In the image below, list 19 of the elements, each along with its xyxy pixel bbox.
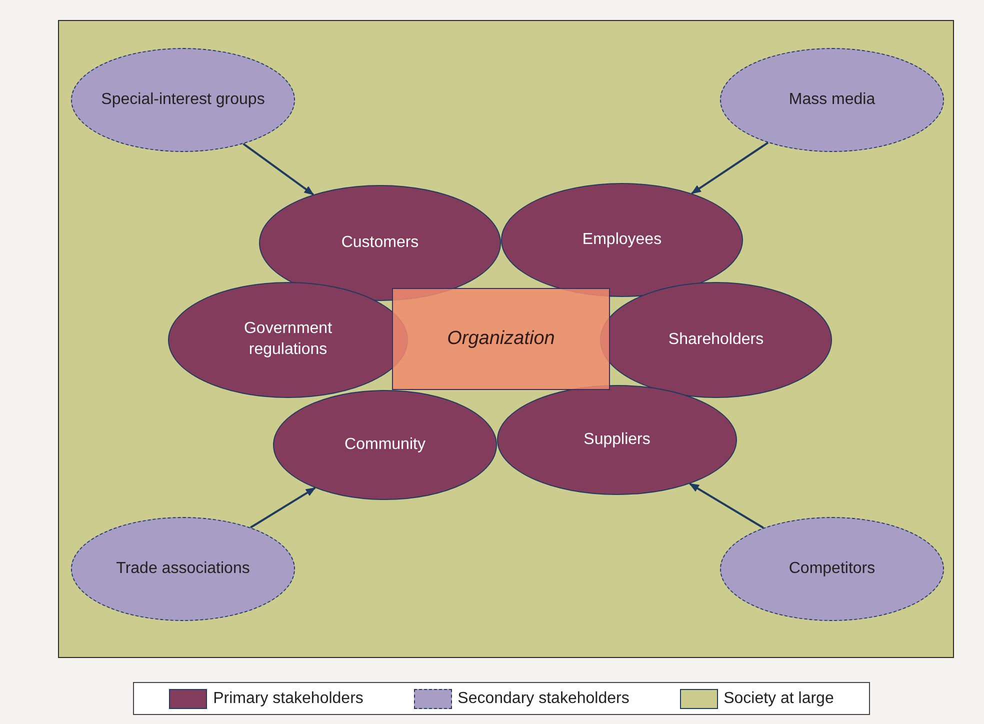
node-label: Shareholders bbox=[668, 330, 764, 350]
node-label: Government regulations bbox=[242, 319, 334, 360]
node-label: Trade associations bbox=[116, 558, 250, 579]
node-label: Employees bbox=[582, 230, 662, 250]
node-label: Organization bbox=[447, 328, 555, 350]
arrow bbox=[250, 487, 316, 528]
arrow bbox=[688, 482, 764, 529]
legend-label: Primary stakeholders bbox=[213, 690, 364, 708]
node-label: Competitors bbox=[788, 558, 876, 579]
node-label: Community bbox=[344, 434, 426, 455]
legend-label: Secondary stakeholders bbox=[458, 690, 630, 708]
node-label: Mass media bbox=[788, 90, 876, 110]
organization-box bbox=[392, 288, 610, 390]
node-label: Suppliers bbox=[584, 430, 650, 450]
node-label: Special-interest groups bbox=[101, 90, 265, 110]
arrow bbox=[691, 142, 769, 194]
legend-label: Society at large bbox=[724, 690, 834, 708]
node-label: Customers bbox=[341, 232, 419, 253]
arrow bbox=[242, 143, 314, 196]
